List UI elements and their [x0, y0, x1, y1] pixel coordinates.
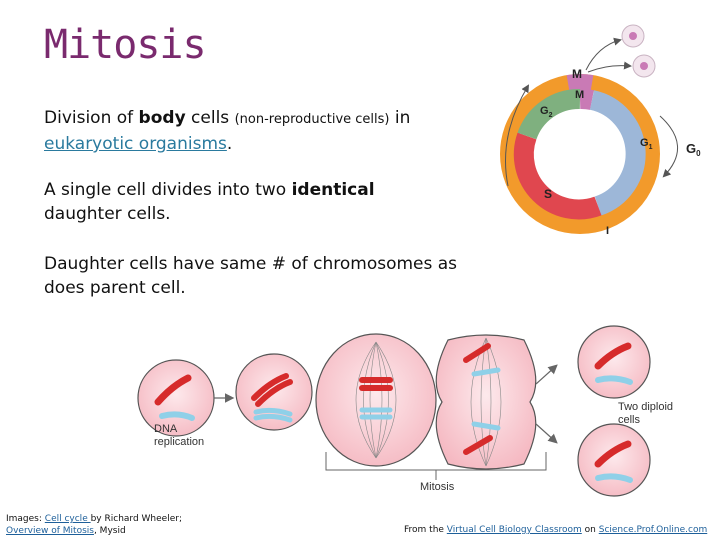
credit-mysid: , Mysid [94, 526, 126, 536]
def-text-e: in [389, 108, 410, 128]
def-period: . [227, 134, 232, 154]
def-body: body [139, 108, 186, 128]
g0-label: G0 [686, 141, 701, 158]
arrow-daughter-top [536, 366, 556, 384]
cells-label: cells [618, 414, 641, 426]
cell-cycle-link[interactable]: Cell cycle [45, 514, 91, 524]
credit-by: by Richard Wheeler; [91, 514, 182, 524]
s-segment [524, 136, 598, 209]
site-link[interactable]: Science.Prof.Online.com [599, 525, 708, 535]
daughter-nucleus-bottom [640, 62, 648, 70]
daughter-nucleus-top [629, 32, 637, 40]
blue-chromosome-1 [162, 414, 192, 418]
g0-arrow [660, 116, 678, 176]
vcbc-link[interactable]: Virtual Cell Biology Classroom [447, 525, 582, 535]
credit-prefix: Images: [6, 514, 45, 524]
replication-label: replication [154, 436, 204, 448]
daughter-cell-1 [578, 326, 650, 398]
m-outer-label: M [572, 67, 582, 81]
m-inner-label: M [575, 89, 584, 101]
def-text-a: Division of [44, 108, 139, 128]
daughter1-blue [598, 378, 630, 382]
slide-title: Mitosis [44, 22, 206, 68]
mitosis-label: Mitosis [420, 481, 455, 493]
mitosis-diagram: DNA replication Two diploid cells Mitosi… [136, 320, 720, 510]
image-credits: Images: Cell cycle by Richard Wheeler; O… [6, 513, 182, 537]
s-label: S [544, 187, 552, 201]
identical-text-a: A single cell divides into two [44, 180, 292, 200]
two-diploid-label: Two diploid [618, 401, 673, 413]
footer-from: From the [404, 525, 447, 535]
footer-credit: From the Virtual Cell Biology Classroom … [404, 525, 707, 535]
chromosome-paragraph: Daughter cells have same # of chromosome… [44, 252, 484, 300]
eukaryotic-link[interactable]: eukaryotic organisms [44, 134, 227, 154]
overview-link[interactable]: Overview of Mitosis [6, 526, 94, 536]
i-label: I [606, 225, 609, 237]
g1-segment [592, 100, 636, 206]
dna-label: DNA [154, 423, 178, 435]
def-nonrepro: (non-reproductive cells) [235, 112, 390, 127]
identical-text-c: daughter cells. [44, 204, 171, 224]
daughter2-blue [598, 476, 630, 480]
m-phase-band-outer [568, 82, 592, 83]
metaphase-cell [316, 334, 436, 466]
identical-paragraph: A single cell divides into two identical… [44, 178, 444, 226]
arrow-daughter-bottom [536, 424, 556, 442]
footer-on: on [582, 525, 599, 535]
anaphase-cell [436, 335, 536, 469]
daughter-cell-2 [578, 424, 650, 496]
definition-paragraph: Division of body cells (non-reproductive… [44, 106, 484, 156]
def-text-c: cells [186, 108, 235, 128]
division-arrow-bottom [588, 66, 630, 72]
cell-cycle-diagram: M M G2 G1 G0 S I [488, 16, 714, 248]
identical-word: identical [292, 180, 375, 200]
